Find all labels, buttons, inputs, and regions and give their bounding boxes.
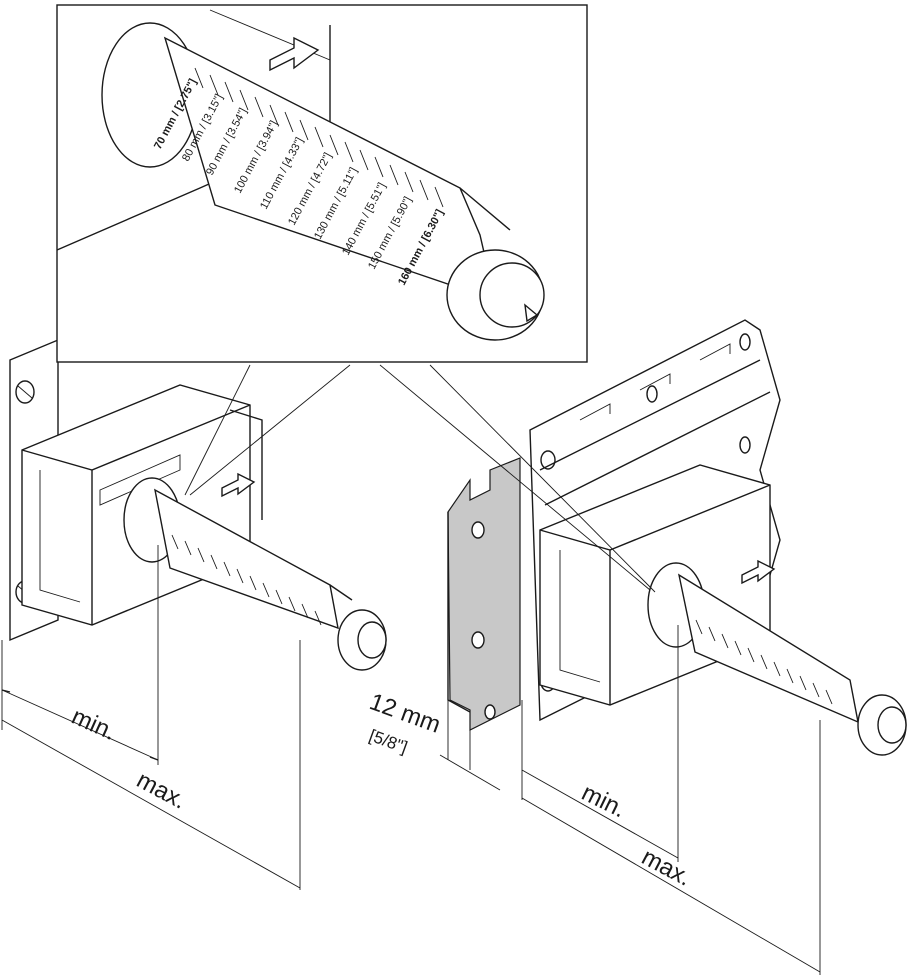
callout-leader-lines (184, 364, 656, 593)
left-stem-ticks (171, 534, 322, 626)
left-arrow-icon (221, 472, 256, 498)
magnified-callout: 70 mm / [2.75"] 80 mm / [3.15"] 90 mm / … (56, 4, 588, 363)
left-max-label: max. (132, 766, 191, 814)
spacer-plate (439, 457, 521, 791)
right-max-label: max. (637, 843, 696, 891)
callout-scale-ticks (194, 67, 444, 208)
left-dimension-lines (1, 545, 301, 890)
right-adjustment-stem (647, 562, 907, 756)
right-arrow-icon (741, 559, 776, 585)
right-stem-ticks (695, 619, 833, 705)
left-adjustment-stem (123, 477, 387, 671)
spacer-thickness-imperial: [5/8"] (367, 726, 410, 757)
right-dimension-lines (521, 625, 821, 975)
right-min-label: min. (577, 779, 630, 823)
